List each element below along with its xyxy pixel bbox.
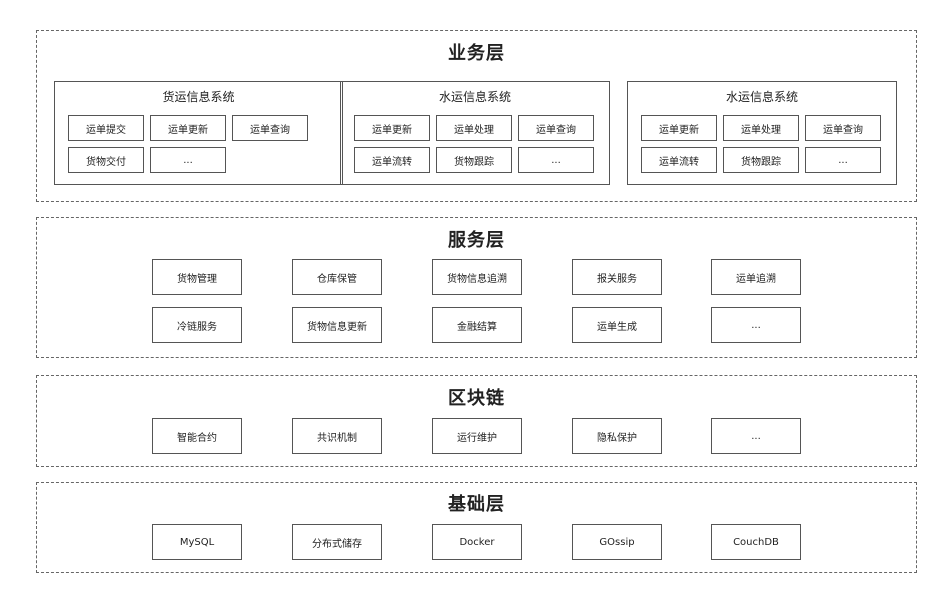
service-item-cargo-update: 货物信息更新 [292,307,382,343]
blockchain-item-more: ... [711,418,801,454]
blockchain-item-consensus: 共识机制 [292,418,382,454]
water2-item-more: ... [805,147,881,173]
water1-item-track: 货物跟踪 [436,147,512,173]
service-item-cargo-trace: 货物信息追溯 [432,259,522,295]
freight-item-query: 运单查询 [232,115,308,141]
blockchain-item-smart-contract: 智能合约 [152,418,242,454]
service-layer: 服务层 货物管理 仓库保管 货物信息追溯 报关服务 运单追溯 冷链服务 货物信息… [36,217,917,358]
water1-item-process: 运单处理 [436,115,512,141]
water-info-system-2: 水运信息系统 运单更新 运单处理 运单查询 运单流转 货物跟踪 ... [627,81,897,185]
water1-item-query: 运单查询 [518,115,594,141]
foundation-item-gossip: GOssip [572,524,662,560]
freight-info-system: 货运信息系统 运单提交 运单更新 运单查询 货物交付 ... [54,81,343,185]
blockchain-item-maintenance: 运行维护 [432,418,522,454]
foundation-item-distributed-storage: 分布式储存 [292,524,382,560]
blockchain-layer-title: 区块链 [37,384,916,410]
blockchain-item-privacy: 隐私保护 [572,418,662,454]
business-layer-title: 业务层 [37,39,916,65]
foundation-item-docker: Docker [432,524,522,560]
service-item-customs: 报关服务 [572,259,662,295]
foundation-item-couchdb: CouchDB [711,524,801,560]
water2-item-track: 货物跟踪 [723,147,799,173]
service-item-warehouse: 仓库保管 [292,259,382,295]
water2-item-process: 运单处理 [723,115,799,141]
service-item-cargo-mgmt: 货物管理 [152,259,242,295]
foundation-layer-title: 基础层 [37,490,916,516]
service-item-more: ... [711,307,801,343]
water1-item-more: ... [518,147,594,173]
water2-item-flow: 运单流转 [641,147,717,173]
water-info-system-1-title: 水运信息系统 [341,88,609,105]
freight-info-system-title: 货运信息系统 [55,88,342,105]
water1-item-update: 运单更新 [354,115,430,141]
water2-item-update: 运单更新 [641,115,717,141]
water2-item-query: 运单查询 [805,115,881,141]
business-layer: 业务层 货运信息系统 运单提交 运单更新 运单查询 货物交付 ... 水运信息系… [36,30,917,202]
service-item-waybill-trace: 运单追溯 [711,259,801,295]
freight-item-update: 运单更新 [150,115,226,141]
freight-item-more: ... [150,147,226,173]
water-info-system-2-title: 水运信息系统 [628,88,896,105]
foundation-layer: 基础层 MySQL 分布式储存 Docker GOssip CouchDB [36,482,917,573]
foundation-item-mysql: MySQL [152,524,242,560]
water1-item-flow: 运单流转 [354,147,430,173]
blockchain-layer: 区块链 智能合约 共识机制 运行维护 隐私保护 ... [36,375,917,467]
service-item-waybill-gen: 运单生成 [572,307,662,343]
water-info-system-1: 水运信息系统 运单更新 运单处理 运单查询 运单流转 货物跟踪 ... [340,81,610,185]
freight-item-submit: 运单提交 [68,115,144,141]
service-item-finance: 金融结算 [432,307,522,343]
service-item-cold-chain: 冷链服务 [152,307,242,343]
service-layer-title: 服务层 [37,226,916,252]
freight-item-deliver: 货物交付 [68,147,144,173]
